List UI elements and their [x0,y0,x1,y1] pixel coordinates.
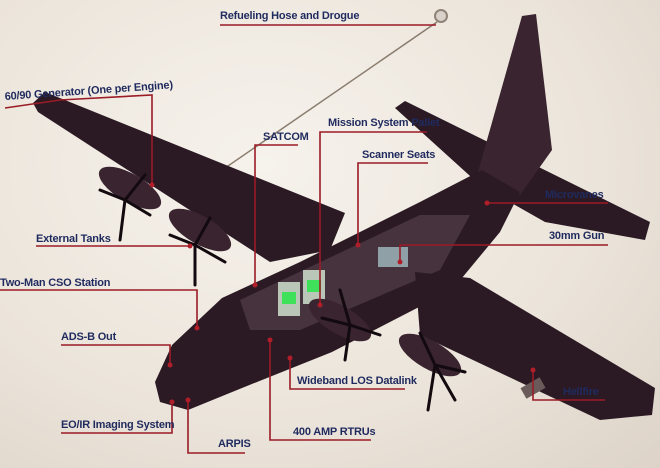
drogue-icon [434,9,448,23]
engine-1 [98,166,162,210]
engine-2 [168,208,232,252]
propeller-2 [168,216,227,287]
label-mission-system-pallet: Mission System Pallet [328,117,440,129]
label-30mm-gun: 30mm Gun [549,230,605,242]
label-hellfire: Hellfire [563,386,599,398]
label-scanner-seats: Scanner Seats [362,149,435,161]
label-400-amp-rtrus: 400 AMP RTRUs [293,426,375,438]
vertical-tail [478,14,552,195]
label-arpis: ARPIS [218,438,251,450]
label-eo-ir-imaging-system: EO/IR Imaging System [61,419,175,431]
label-external-tanks: External Tanks [36,233,111,245]
propeller-1 [98,173,152,242]
right-wing [415,272,655,420]
propeller-3 [320,288,382,362]
engine-3 [308,298,372,342]
propeller-4 [418,331,467,412]
leader-lines [0,24,608,454]
label-microvanes: Microvanes [545,189,604,201]
gun-mount [378,247,408,267]
left-wing [33,92,345,262]
label-satcom: SATCOM [263,131,309,143]
label-refueling-hose: Refueling Hose and Drogue [220,10,359,22]
label-two-man-cso-station: Two-Man CSO Station [0,277,111,289]
label-generator: 60/90 Generator (One per Engine) [4,79,173,103]
refueling-hose [195,21,438,189]
label-wideband-los-datalink: Wideband LOS Datalink [297,375,418,387]
label-ads-b-out: ADS-B Out [61,331,117,343]
